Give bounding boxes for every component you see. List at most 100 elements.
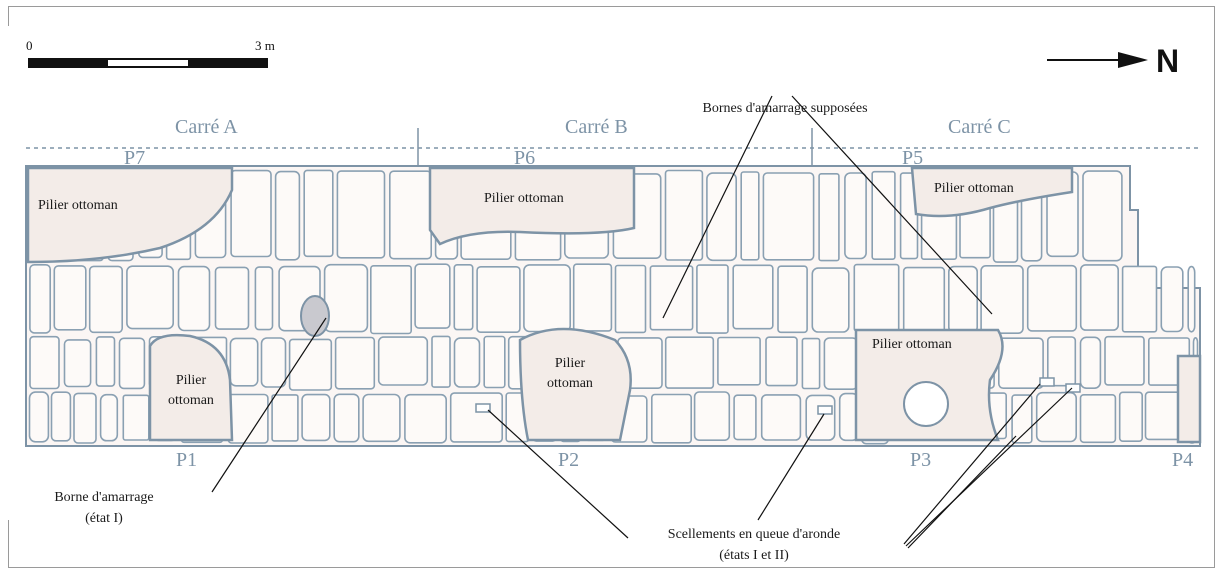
stone-block <box>762 172 815 261</box>
stone-block <box>650 393 692 444</box>
pillar-label-p1-line2: ottoman <box>168 393 214 408</box>
stone-block <box>1035 391 1077 443</box>
pillar-p5 <box>910 166 1074 218</box>
pillar-p1 <box>148 333 234 442</box>
stone-block <box>732 264 774 330</box>
pillar-id-p2: P2 <box>558 449 579 471</box>
stone-block <box>29 263 51 334</box>
stone-block <box>303 169 334 258</box>
pillar-p4 <box>1176 354 1202 444</box>
stone-block <box>73 392 97 444</box>
stone-block <box>818 173 840 262</box>
plan-labels: Carré A Carré B Carré C P7 P6 P5 P1 P2 P… <box>124 116 1193 471</box>
pillar-label-p5: Pilier ottoman <box>934 181 1014 196</box>
square-label-c: Carré C <box>948 116 1011 138</box>
stone-block <box>362 393 401 443</box>
annotation-borne-line1: Borne d'amarrage <box>54 490 153 505</box>
stone-block <box>99 393 119 442</box>
stone-block <box>260 337 287 388</box>
stone-block <box>334 336 376 390</box>
scale-end-label: 3 m <box>255 38 275 53</box>
leader-scellement-2 <box>757 413 825 521</box>
stone-block <box>1121 265 1158 333</box>
stone-block <box>765 336 798 387</box>
leader-scellement-3 <box>903 383 1041 545</box>
stone-block <box>717 336 761 386</box>
square-label-b: Carré B <box>565 116 628 138</box>
stone-block <box>63 339 92 388</box>
stone-block <box>53 265 87 331</box>
stone-block <box>323 263 369 333</box>
stone-block <box>88 265 123 334</box>
stone-block <box>29 335 60 390</box>
stone-block <box>1047 336 1077 387</box>
stone-block <box>1118 391 1143 442</box>
stone-block <box>126 265 175 330</box>
stone-block <box>449 392 504 443</box>
stone-block <box>301 393 331 442</box>
pillar-p2 <box>518 327 632 442</box>
north-label: N <box>1156 43 1179 79</box>
annotation-borne-line2: (état I) <box>85 511 123 526</box>
pillar-id-p6: P6 <box>514 147 535 169</box>
stone-block <box>696 264 729 334</box>
stone-block <box>614 264 647 334</box>
stone-block <box>1079 264 1119 331</box>
stone-block <box>980 264 1024 334</box>
dovetail-cramp <box>817 405 833 415</box>
annotation-scellements-line1: Scellements en queue d'aronde <box>668 527 840 542</box>
stone-block <box>1104 335 1145 386</box>
stone-block <box>369 264 412 335</box>
scale-start-label: 0 <box>26 38 33 53</box>
stone-block <box>693 391 731 442</box>
pillar-p6 <box>428 166 636 246</box>
leader-scellement-5 <box>907 435 1017 549</box>
pillar-text-labels: Pilier ottoman Pilier ottoman Pilier ott… <box>38 181 1014 408</box>
stone-block <box>572 263 613 332</box>
stone-block <box>811 267 850 333</box>
stone-block <box>377 336 429 386</box>
stone-block <box>95 336 116 387</box>
north-arrow: N <box>1047 43 1179 79</box>
scale-bar: 0 3 m <box>26 38 275 68</box>
stone-block <box>1079 393 1117 444</box>
stone-block <box>1160 266 1184 333</box>
annotations: Bornes d'amarrage supposées Borne d'amar… <box>54 101 867 563</box>
stone-block <box>229 337 259 387</box>
stone-block <box>453 263 474 331</box>
scale-bar-white-segment <box>108 60 188 66</box>
stone-block <box>431 335 451 388</box>
mooring-stone <box>300 295 330 337</box>
stone-block <box>760 394 802 441</box>
stone-block <box>823 337 859 391</box>
stone-block <box>853 263 900 332</box>
frame-left-edge-lower <box>8 520 9 568</box>
stone-block <box>333 393 360 443</box>
stone-block <box>404 393 447 444</box>
pillar-id-p7: P7 <box>124 147 145 169</box>
stone-block <box>28 391 50 443</box>
stone-block <box>801 337 821 390</box>
stone-block <box>254 266 274 331</box>
dovetail-cramp <box>475 403 491 413</box>
dovetail-cramp <box>1039 377 1055 387</box>
north-arrow-head <box>1118 52 1148 68</box>
frame-left-edge <box>8 6 9 26</box>
pillar-label-p2-line1: Pilier <box>555 356 586 371</box>
pillar-label-p6: Pilier ottoman <box>484 191 564 206</box>
stone-block <box>902 266 946 334</box>
stone-block <box>777 265 808 334</box>
stone-block <box>453 337 481 388</box>
stone-block <box>50 391 72 442</box>
stone-block <box>476 265 521 333</box>
stone-block <box>1026 264 1078 332</box>
stone-block <box>214 266 250 330</box>
stone-block <box>336 170 386 259</box>
pillar-label-p7: Pilier ottoman <box>38 198 118 213</box>
stone-block <box>274 170 301 261</box>
pillar-label-p3: Pilier ottoman <box>872 337 952 352</box>
stone-block <box>118 337 146 390</box>
leader-lines <box>211 95 1073 549</box>
leader-scellement-4 <box>905 387 1073 547</box>
